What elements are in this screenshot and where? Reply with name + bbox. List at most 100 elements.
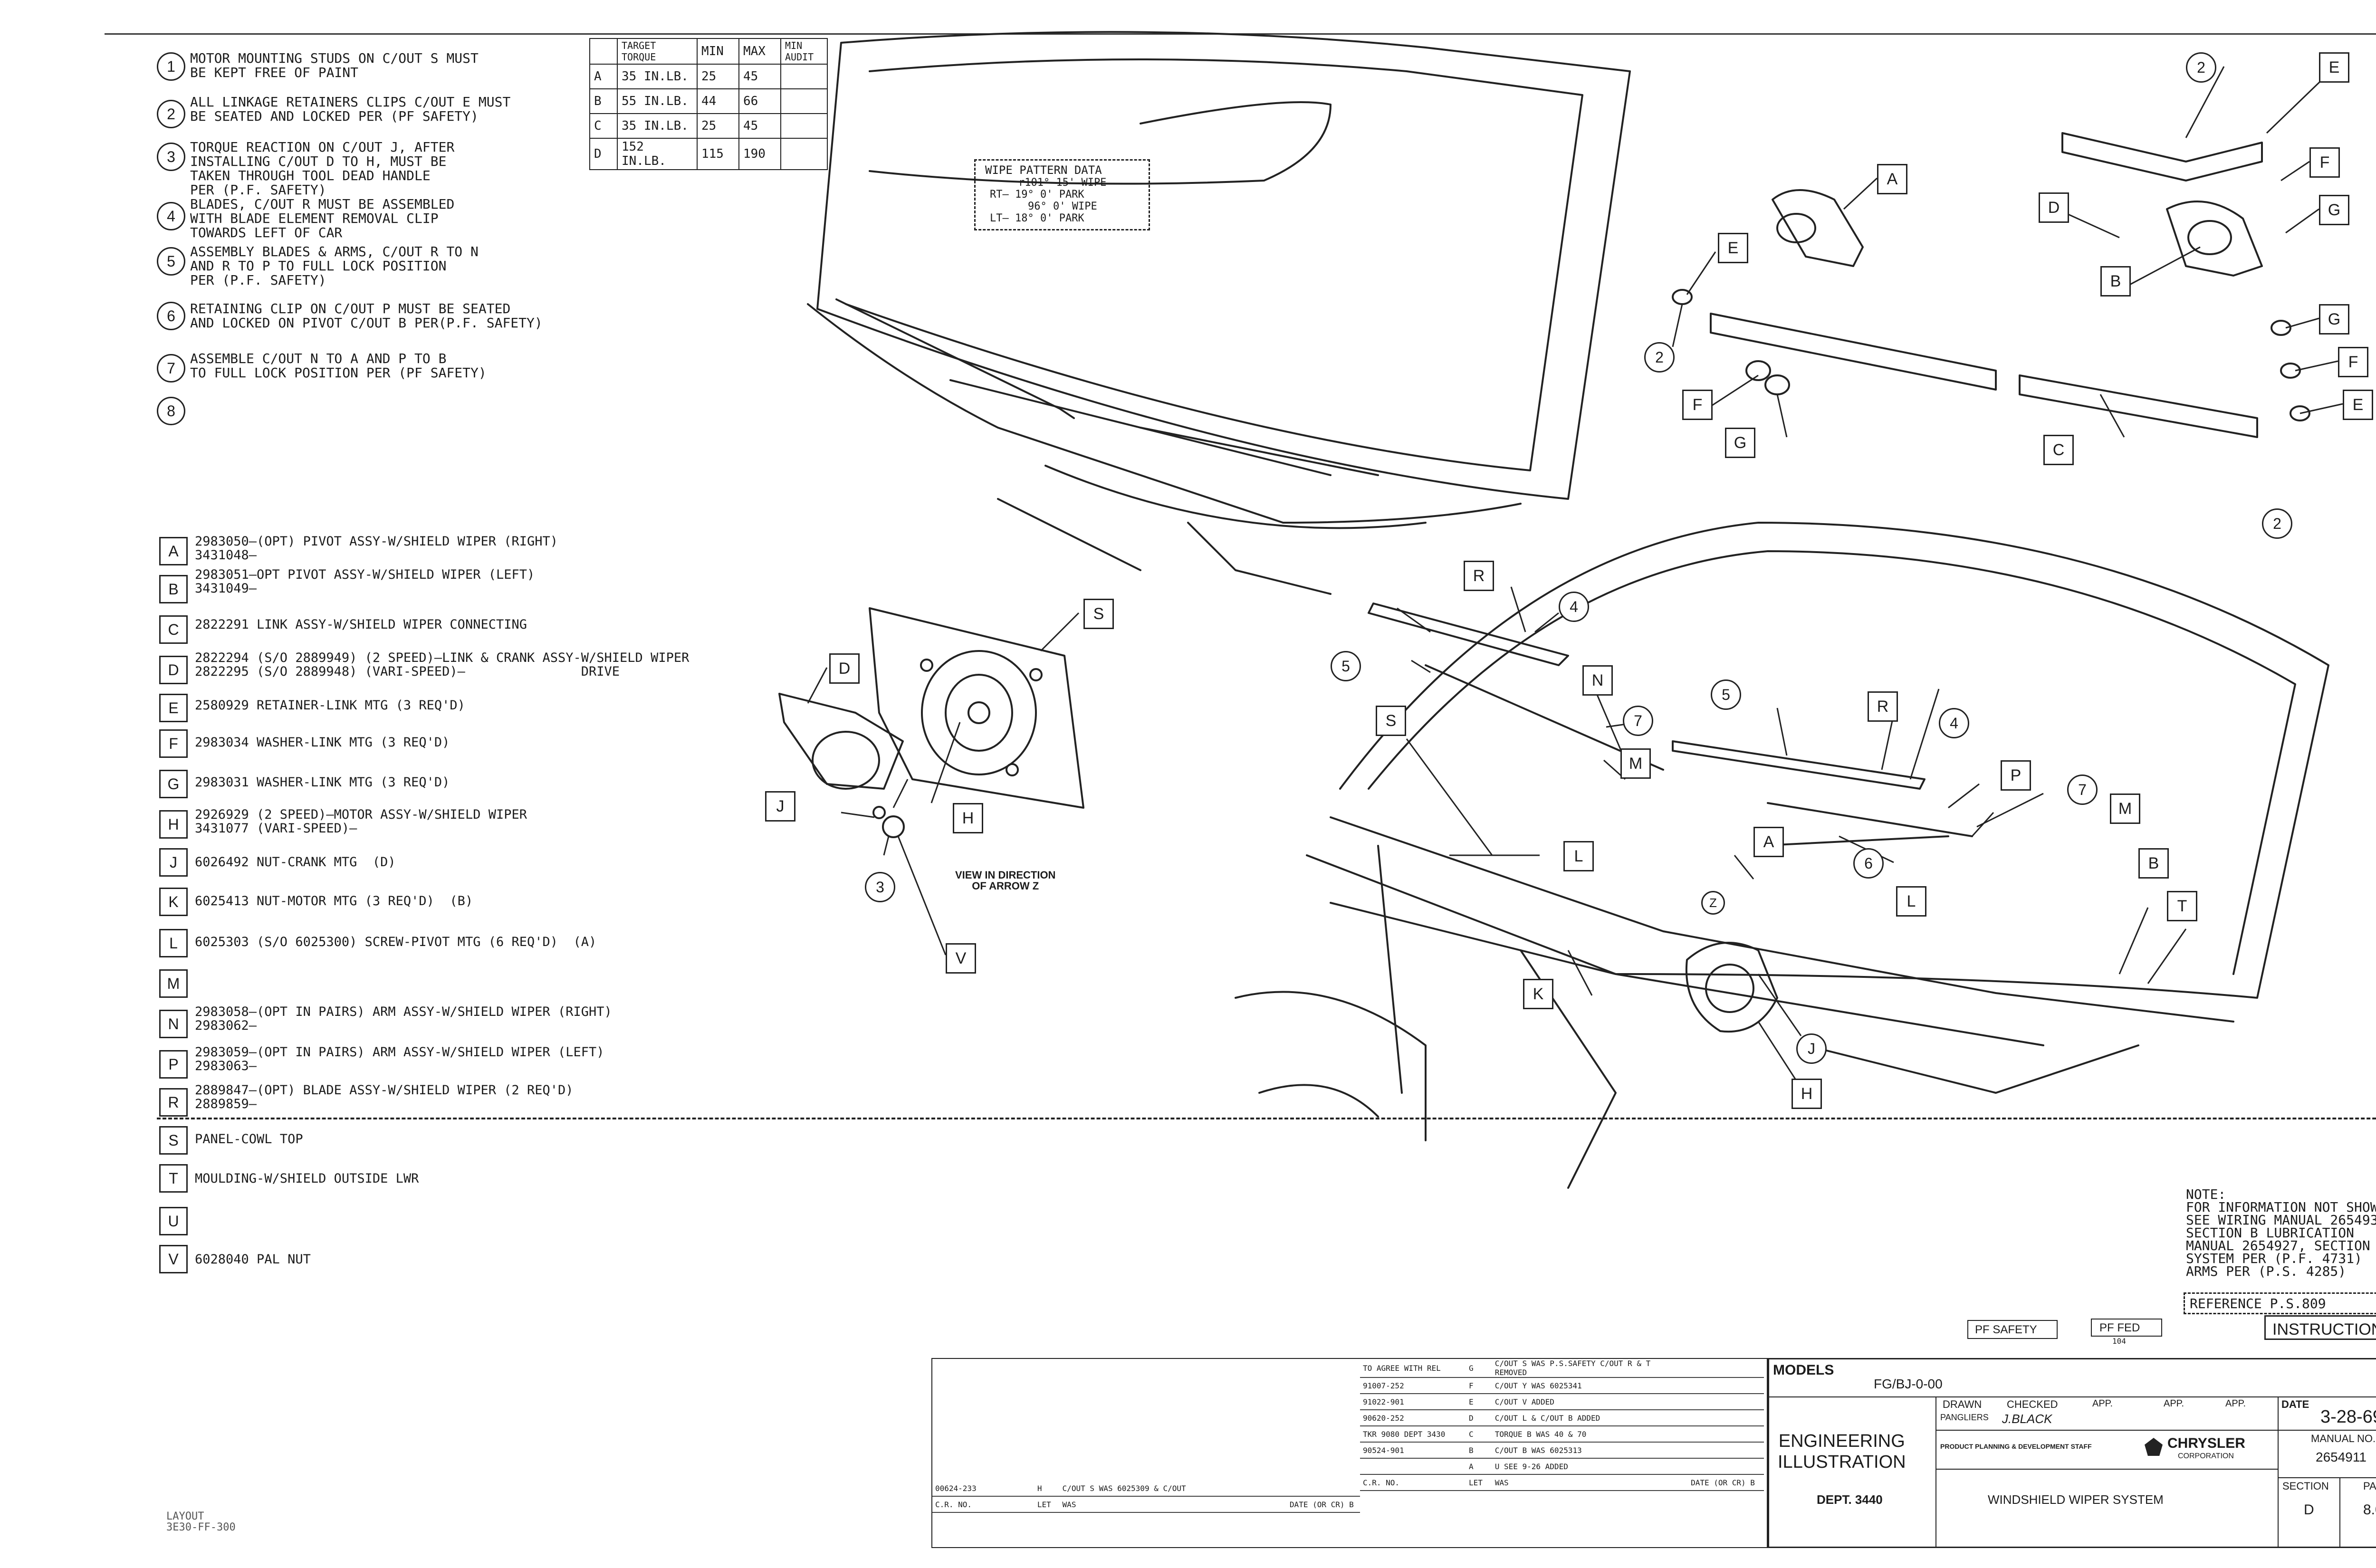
callout-r: R xyxy=(1464,561,1494,591)
part-description: 2983034 WASHER-LINK MTG (3 REQ'D) xyxy=(195,735,450,750)
torque-header xyxy=(589,38,618,65)
reference-box: REFERENCE P.S.809 xyxy=(2184,1292,2376,1314)
motor-housing xyxy=(1685,942,1778,1033)
note-text: TORQUE REACTION ON C/OUT J, AFTER INSTAL… xyxy=(190,139,455,198)
rev-desc: C/OUT S WAS 6025309 & C/OUT xyxy=(1059,1481,1287,1497)
note-text: ASSEMBLY BLADES & ARMS, C/OUT R TO N AND… xyxy=(190,244,479,288)
rev-header: C.R. NO. xyxy=(1360,1474,1466,1491)
callout-d: D xyxy=(2039,192,2069,223)
part-description: 2889847—(OPT) BLADE ASSY-W/SHIELD WIPER … xyxy=(195,1083,574,1111)
note-text: RETAINING CLIP ON C/OUT P MUST BE SEATED… xyxy=(190,301,543,331)
wipe-pattern-box: WIPE PATTERN DATA r101° 15' WIPE RT— 19°… xyxy=(974,159,1150,230)
part-description: 2983051—OPT PIVOT ASSY-W/SHIELD WIPER (L… xyxy=(195,567,535,596)
torque-cell: 55 IN.LB. xyxy=(617,88,698,114)
callout-b: B xyxy=(2138,848,2169,879)
rev-ref: 91007-252 xyxy=(1360,1377,1466,1394)
part-letter: M xyxy=(159,969,188,998)
rev-letter: G xyxy=(1466,1359,1492,1378)
rev-ref xyxy=(1360,1458,1466,1475)
instructions-box: INSTRUCTIONS xyxy=(2264,1315,2376,1340)
top-border-line xyxy=(105,33,2376,35)
callout-l: L xyxy=(1563,841,1594,871)
torque-cell: 115 xyxy=(697,138,739,170)
torque-cell: 190 xyxy=(738,138,781,170)
chrysler-pentastar-icon xyxy=(2145,1438,2163,1456)
callout-7: 7 xyxy=(2067,774,2098,805)
rev-letter: A xyxy=(1466,1458,1492,1475)
staff-label: PRODUCT PLANNING & DEVELOPMENT STAFF xyxy=(1940,1443,2092,1450)
callout-g: G xyxy=(2319,304,2349,335)
rev-desc: C/OUT V ADDED xyxy=(1492,1394,1688,1410)
part-description: 2822294 (S/O 2889949) (2 SPEED)—LINK & C… xyxy=(195,650,690,679)
part-letter: T xyxy=(159,1164,188,1193)
instructions-text: INSTRUCTIONS xyxy=(2272,1320,2376,1339)
app-label: APP. xyxy=(2225,1398,2246,1409)
engineering-illustration: ENGINEERING ILLUSTRATION xyxy=(1778,1431,1906,1472)
part-description: 2580929 RETAINER-LINK MTG (3 REQ'D) xyxy=(195,698,465,713)
wipe-pattern-line: LT— 18° 0' PARK xyxy=(990,212,1084,224)
pf-safety-box: PF SAFETY xyxy=(1967,1320,2058,1339)
torque-cell: C xyxy=(589,113,618,139)
rev-header: WAS xyxy=(1492,1474,1688,1491)
torque-cell: 152 IN.LB. xyxy=(617,138,698,170)
torque-cell: 45 xyxy=(738,113,781,139)
callout-s: S xyxy=(1083,599,1114,629)
callout-2: 2 xyxy=(1644,342,1675,373)
callout-a: A xyxy=(1877,164,1907,194)
part-letter: C xyxy=(159,615,188,644)
torque-cell: A xyxy=(589,64,618,89)
callout-c: C xyxy=(2043,435,2074,465)
note-text: ALL LINKAGE RETAINERS CLIPS C/OUT E MUST… xyxy=(190,94,511,124)
lower-blade-r-left xyxy=(1368,602,1569,666)
torque-cell xyxy=(780,113,828,139)
rev-letter: C xyxy=(1466,1426,1492,1443)
view-direction-label: VIEW IN DIRECTION OF ARROW Z xyxy=(955,869,1056,892)
part-description: 2926929 (2 SPEED)—MOTOR ASSY-W/SHIELD WI… xyxy=(195,807,527,836)
callout-5: 5 xyxy=(1711,679,1741,710)
callout-r: R xyxy=(1868,691,1898,722)
callout-j: J xyxy=(765,791,795,822)
models-value: FG/BJ-0-00 xyxy=(1874,1377,1943,1391)
callout-2: 2 xyxy=(2262,508,2292,539)
rev-ref: 90524-901 xyxy=(1360,1442,1466,1459)
callout-n: N xyxy=(1582,665,1613,696)
date-label: DATE xyxy=(2281,1398,2309,1410)
callout-h: H xyxy=(953,803,983,833)
note-box: NOTE: FOR INFORMATION NOT SHOWN SEE WIRI… xyxy=(2186,1186,2376,1279)
title-block: MODELS FG/BJ-0-00 ENGINEERING ILLUSTRATI… xyxy=(1768,1358,2376,1548)
torque-cell: D xyxy=(589,138,618,170)
drawn-label: DRAWN xyxy=(1943,1398,1982,1410)
section-value: D xyxy=(2304,1502,2314,1518)
system-title: WINDSHIELD WIPER SYSTEM xyxy=(1988,1492,2164,1507)
rev-desc: U SEE 9-26 ADDED xyxy=(1492,1458,1688,1475)
part-letter: J xyxy=(159,848,188,877)
part-letter: S xyxy=(159,1126,188,1155)
part-description: 2983050—(OPT) PIVOT ASSY-W/SHIELD WIPER … xyxy=(195,534,558,563)
part-letter: H xyxy=(159,810,188,839)
rev-header: WAS xyxy=(1059,1496,1287,1513)
part-description: 2983059—(OPT IN PAIRS) ARM ASSY-W/SHIELD… xyxy=(195,1045,604,1073)
callout-f: F xyxy=(1682,390,1713,420)
part-letter: L xyxy=(159,929,188,957)
callout-g: G xyxy=(2319,195,2349,225)
app-label: APP. xyxy=(2164,1398,2184,1409)
part-description: 6025303 (S/O 6025300) SCREW-PIVOT MTG (6… xyxy=(195,935,597,949)
torque-header: TARGET TORQUE xyxy=(617,38,698,65)
note-number: 8 xyxy=(157,397,185,425)
callout-f: F xyxy=(2338,347,2368,377)
part-description: 2822291 LINK ASSY-W/SHIELD WIPER CONNECT… xyxy=(195,617,527,632)
wipe-pattern-line: RT— 19° 0' PARK xyxy=(990,189,1084,201)
upper-windshield-outline xyxy=(816,31,1631,500)
rev-ref: 00624-233 xyxy=(932,1481,1035,1497)
part-letter: D xyxy=(159,656,188,684)
rev-letter: H xyxy=(1034,1481,1060,1497)
motor-bracket-plate xyxy=(869,607,1084,809)
pf-fed-box: PF FED xyxy=(2091,1319,2162,1337)
part-letter: F xyxy=(159,729,188,758)
callout-e: E xyxy=(1718,233,1748,263)
